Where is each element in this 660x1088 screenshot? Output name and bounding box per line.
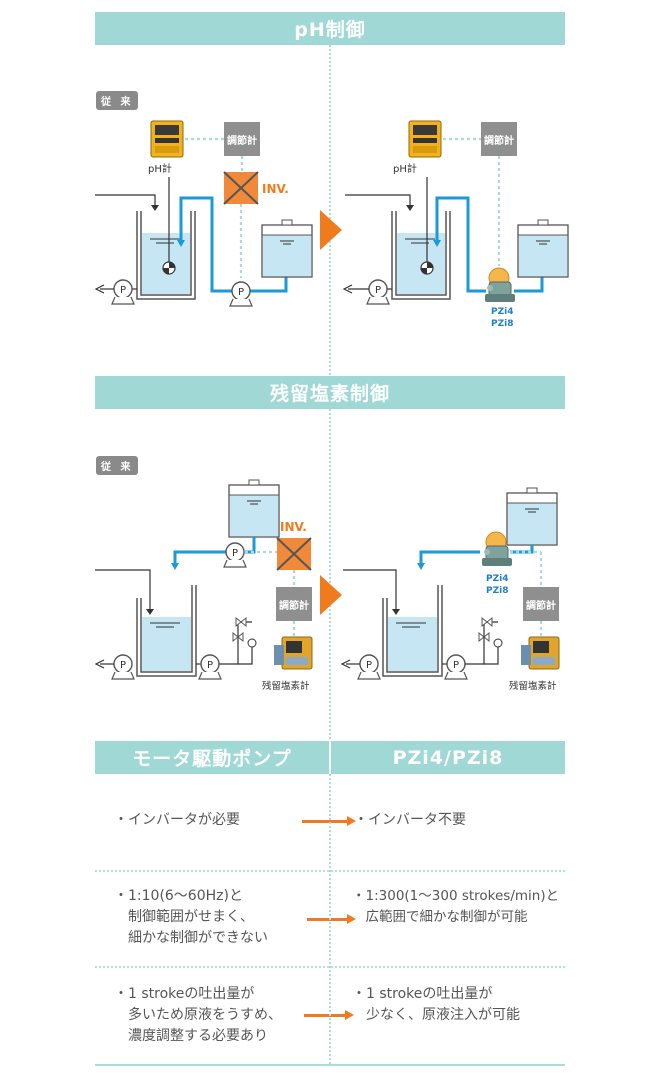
row3-left: ・1 strokeの吐出量が 多いため原液をうすめ、 濃度調整する必要あり (114, 986, 282, 1044)
row2-right: ・1:300(1～300 strokes/min)と 広範囲で細かな制御が可能 (352, 888, 560, 925)
svg-text:pH計: pH計 (393, 162, 417, 175)
chlorine-control-title: 残留塩素制御 (269, 383, 390, 405)
svg-text:残留塩素計: 残留塩素計 (509, 680, 557, 692)
svg-text:INV.: INV. (280, 520, 307, 534)
svg-text:調節計: 調節計 (526, 599, 556, 612)
ph-control-header: pH制御 (95, 12, 565, 45)
header-separator (329, 741, 331, 774)
svg-text:調節計: 調節計 (279, 599, 309, 612)
ph-diagram-svg: pH計 調節計 INV. P P (94, 120, 569, 329)
svg-text:P: P (375, 285, 381, 296)
conventional-badge: 従 来 (96, 91, 139, 110)
comparison-header: モータ駆動ポンプ PZi4/PZi8 (95, 741, 565, 774)
svg-text:P: P (120, 285, 126, 296)
svg-text:P: P (366, 660, 372, 671)
motor-pump-header: モータ駆動ポンプ (132, 748, 292, 770)
chlorine-control-header: 残留塩素制御 (95, 376, 565, 409)
svg-text:INV.: INV. (262, 182, 289, 196)
row2-left: ・1:10(6～60Hz)と 制御範囲がせまく、 細かな制御ができない (114, 888, 268, 946)
svg-text:P: P (207, 660, 213, 671)
svg-text:P: P (232, 548, 238, 559)
svg-text:P: P (120, 660, 126, 671)
row3-right: ・1 strokeの吐出量が 少なく、原液注入が可能 (352, 986, 520, 1023)
center-divider (329, 45, 331, 375)
svg-text:残留塩素計: 残留塩素計 (262, 680, 310, 692)
svg-text:PZi8: PZi8 (486, 586, 508, 596)
svg-text:pH計: pH計 (148, 162, 172, 175)
row1-arrow (302, 816, 356, 826)
svg-text:PZi8: PZi8 (491, 319, 513, 329)
svg-text:調節計: 調節計 (227, 134, 257, 147)
svg-text:P: P (238, 287, 244, 298)
row1-left: ・インバータが必要 (114, 812, 240, 828)
row3-arrow (304, 1010, 354, 1020)
ph-diagram: 従 来 (0, 80, 660, 350)
comparison-divider (329, 774, 331, 1064)
ph-control-title: pH制御 (294, 19, 366, 41)
bottom-rule (95, 1064, 565, 1066)
svg-text:PZi4: PZi4 (491, 307, 513, 317)
row1-right: ・インバータ不要 (354, 812, 466, 828)
chlorine-diagram: 従 来 (0, 445, 660, 705)
row2-arrow (307, 914, 356, 924)
conventional-badge-2: 従 来 (96, 456, 139, 475)
center-divider-2 (329, 409, 331, 739)
svg-text:調節計: 調節計 (484, 134, 514, 147)
svg-text:P: P (453, 660, 459, 671)
chlorine-diagram-svg: P INV. 調節計 残留塩素計 P P (94, 479, 560, 692)
pzi-header: PZi4/PZi8 (392, 746, 504, 769)
svg-text:PZi4: PZi4 (486, 574, 508, 584)
